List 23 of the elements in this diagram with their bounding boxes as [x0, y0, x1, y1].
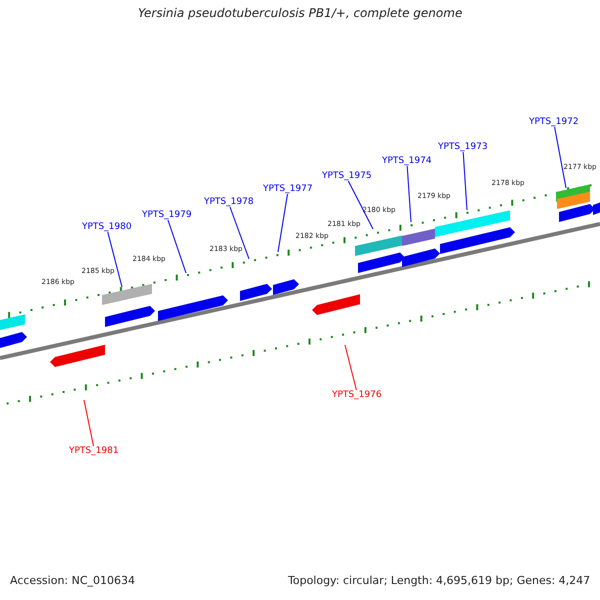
gene-label: YPTS_1972: [529, 117, 579, 128]
leader-line: [406, 166, 412, 222]
gene-label: YPTS_1973: [438, 142, 488, 152]
leader-line: [107, 232, 122, 288]
genome-summary-text: Topology: circular; Length: 4,695,619 bp; Genes: 4,247: [288, 574, 590, 588]
leader-line: [554, 126, 566, 188]
gene-label: YPTS_1980: [82, 222, 132, 232]
accession-text: Accession: NC_010634: [10, 574, 136, 588]
gene-label: YPTS_1977: [263, 184, 313, 194]
leader-line: [167, 220, 186, 274]
leader-line: [348, 180, 374, 230]
gene-label: YPTS_1979: [142, 210, 192, 220]
leader-line: [84, 400, 94, 446]
leader-line: [344, 344, 357, 390]
leader-line: [462, 152, 468, 210]
gene-label: YPTS_1976: [332, 390, 382, 400]
leader-line: [278, 194, 288, 252]
page-title: Yersinia pseudotuberculosis PB1/+, complete genome: [138, 7, 462, 21]
gene-label: YPTS_1975: [322, 171, 372, 182]
gene-label: YPTS_1974: [382, 156, 432, 166]
gene-label: YPTS_1981: [69, 446, 119, 456]
gene-label: YPTS_1978: [204, 197, 254, 208]
leader-line: [230, 206, 250, 260]
